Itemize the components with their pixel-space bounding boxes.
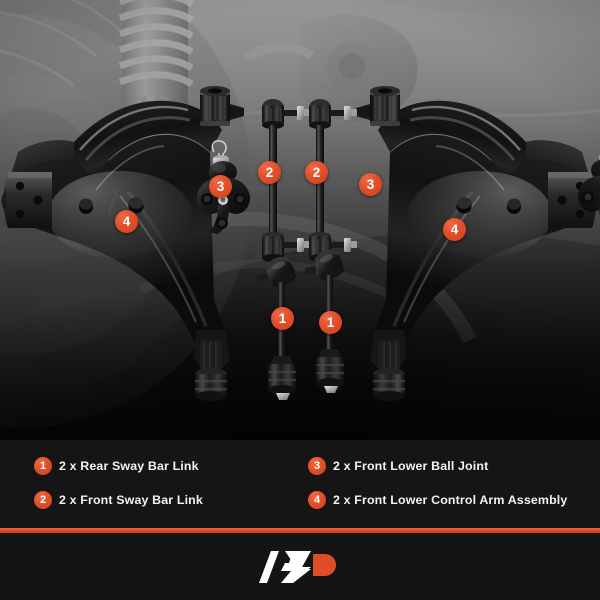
footer-bar	[0, 533, 600, 600]
legend-item-3: 3 2 x Front Lower Ball Joint	[308, 457, 582, 475]
legend-badge-1: 1	[34, 457, 52, 475]
legend-item-2: 2 2 x Front Sway Bar Link	[34, 491, 308, 509]
parts-layer: A-PREMIUM	[1, 86, 600, 401]
parts-legend: 1 2 x Rear Sway Bar Link 3 2 x Front Low…	[0, 440, 600, 528]
legend-label-3: 2 x Front Lower Ball Joint	[333, 459, 489, 473]
legend-grid: 1 2 x Rear Sway Bar Link 3 2 x Front Low…	[34, 457, 582, 509]
callout-badge-1-right: 1	[319, 311, 342, 334]
callout-badge-2-left: 2	[258, 161, 281, 184]
legend-label-2: 2 x Front Sway Bar Link	[59, 493, 203, 507]
legend-label-4: 2 x Front Lower Control Arm Assembly	[333, 493, 568, 507]
legend-badge-4: 4	[308, 491, 326, 509]
callout-badge-1-left: 1	[271, 307, 294, 330]
callout-badge-2-right: 2	[305, 161, 328, 184]
callout-badge-4-left: 4	[115, 210, 138, 233]
legend-badge-2: 2	[34, 491, 52, 509]
callout-badge-4-right: 4	[443, 218, 466, 241]
orange-divider-rule	[0, 528, 600, 533]
brand-logo-icon	[259, 551, 336, 583]
callout-badge-3-left: 3	[209, 175, 232, 198]
legend-label-1: 2 x Rear Sway Bar Link	[59, 459, 199, 473]
part-front-lower-control-arm-left: A-PREMIUM	[1, 86, 244, 401]
product-photo-stage: A-PREMIUM	[0, 0, 600, 440]
legend-item-4: 4 2 x Front Lower Control Arm Assembly	[308, 491, 582, 509]
callout-badge-3-right: 3	[359, 173, 382, 196]
part-front-lower-control-arm-right	[356, 86, 597, 401]
legend-badge-3: 3	[308, 457, 326, 475]
legend-item-1: 1 2 x Rear Sway Bar Link	[34, 457, 308, 475]
